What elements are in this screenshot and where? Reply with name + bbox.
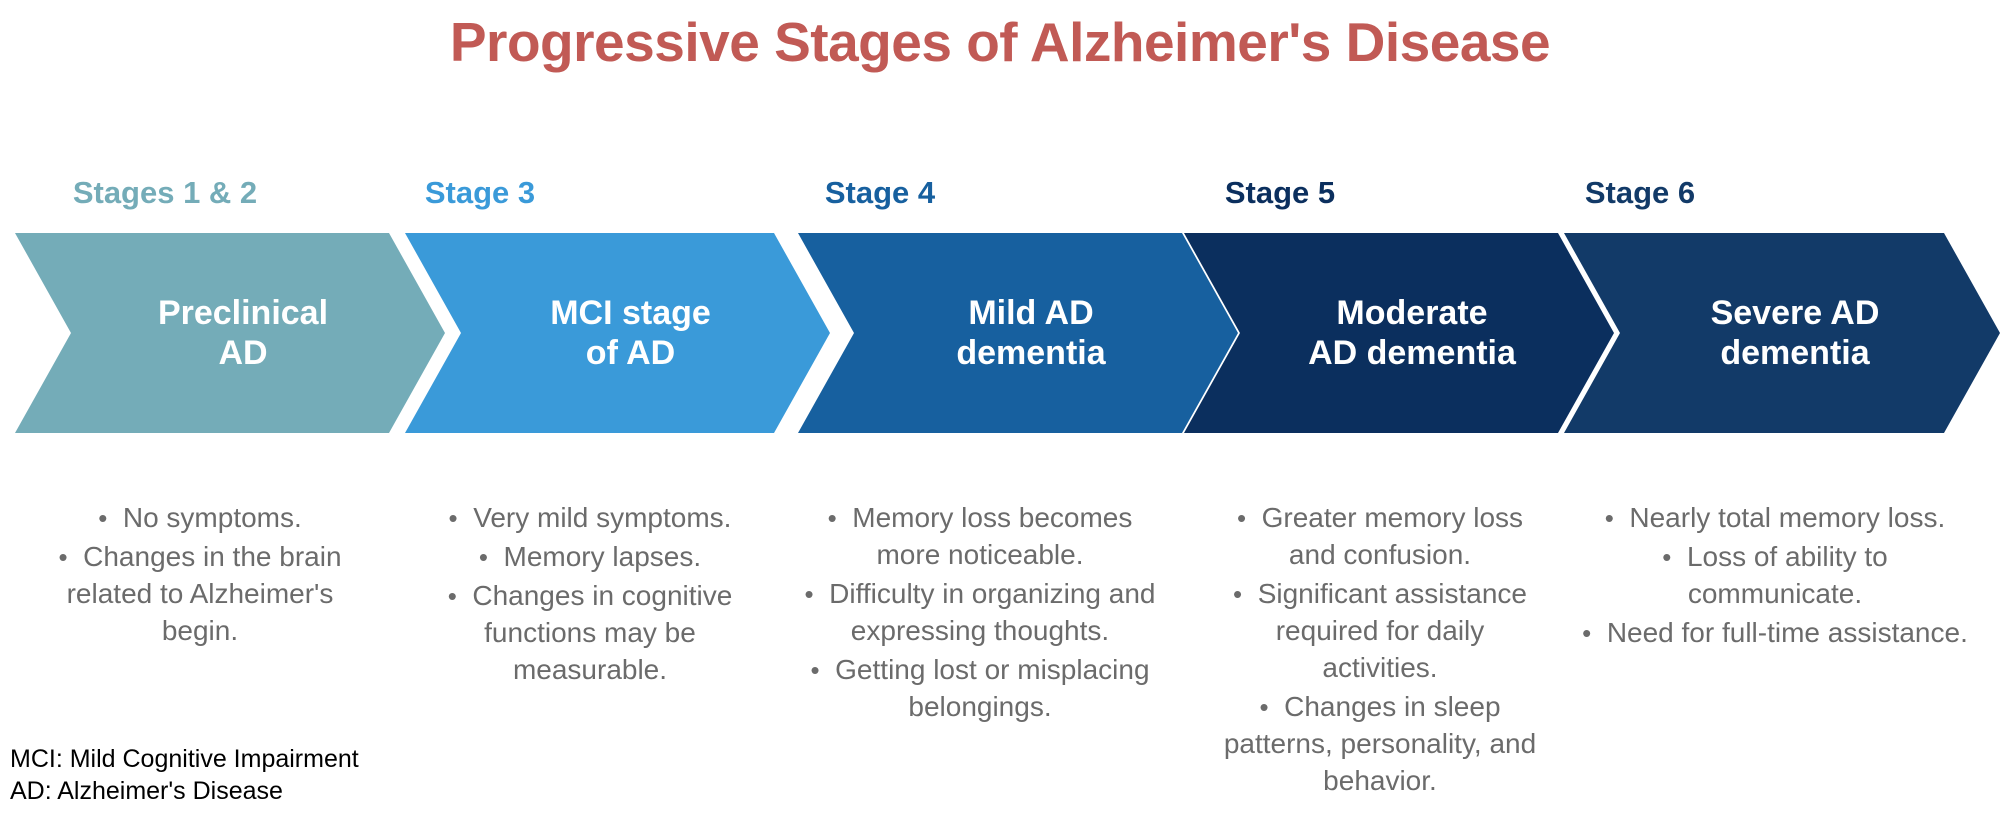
stage-chevron-label-3: Mild AD dementia [956, 293, 1106, 372]
stage-bullet-column-4: • Greater memory loss and confusion.• Si… [1215, 500, 1545, 802]
list-item: • No symptoms. [30, 500, 370, 537]
stage-chevron-label-1: Preclinical AD [157, 293, 329, 372]
bullet-text: Memory loss becomes more noticeable. [852, 502, 1133, 570]
list-item: • Changes in sleep patterns, personality… [1215, 689, 1545, 800]
bullet-dot-icon: • [1259, 691, 1269, 722]
bullet-text: Need for full-time assistance. [1606, 616, 1968, 648]
stage-bullet-list: • No symptoms.• Changes in the brain rel… [30, 500, 370, 650]
bullet-dot-icon: • [1662, 541, 1672, 572]
stage-chevron-5[interactable]: Severe AD dementia [1564, 233, 2000, 433]
bullet-text: Changes in cognitive functions may be me… [472, 579, 733, 685]
bullet-dot-icon: • [810, 654, 820, 685]
list-item: • Memory lapses. [420, 539, 760, 576]
stage-chevron-label-2: MCI stage of AD [550, 293, 711, 372]
bullet-text: Nearly total memory loss. [1629, 502, 1946, 533]
bullet-dot-icon: • [98, 503, 108, 533]
stage-bullet-column-2: • Very mild symptoms.• Memory lapses.• C… [420, 500, 760, 691]
list-item: • Greater memory loss and confusion. [1215, 500, 1545, 574]
footnote-line-1: MCI: Mild Cognitive Impairment [10, 745, 359, 773]
stage-bullet-list: • Greater memory loss and confusion.• Si… [1215, 500, 1545, 800]
stage-bullet-column-3: • Memory loss becomes more noticeable.• … [800, 500, 1160, 728]
stage-details-row: • No symptoms.• Changes in the brain rel… [0, 500, 2000, 796]
stage-chevron-2[interactable]: MCI stage of AD [405, 233, 830, 433]
stage-chevron-label-4: Moderate AD dementia [1308, 293, 1516, 372]
stage-bullet-column-1: • No symptoms.• Changes in the brain rel… [30, 500, 370, 652]
stage-chevron-label-5: Severe AD dementia [1710, 293, 1880, 372]
stage-bullet-list: • Very mild symptoms.• Memory lapses.• C… [420, 500, 760, 689]
stage-chevron-1[interactable]: Preclinical AD [15, 233, 445, 433]
stage-label-2: Stage 3 [424, 175, 536, 210]
list-item: • Changes in cognitive functions may be … [420, 578, 760, 689]
page-title: Progressive Stages of Alzheimer's Diseas… [449, 11, 1551, 73]
bullet-dot-icon: • [1582, 617, 1592, 648]
list-item: • Changes in the brain related to Alzhei… [30, 539, 370, 650]
stage-bullet-list: • Memory loss becomes more noticeable.• … [800, 500, 1160, 726]
bullet-dot-icon: • [448, 503, 458, 533]
bullet-text: Changes in sleep patterns, personality, … [1223, 690, 1537, 796]
stage-chevron-4[interactable]: Moderate AD dementia [1184, 233, 1614, 433]
bullet-text: Getting lost or misplacing belongings. [835, 653, 1150, 722]
list-item: • Significant assistance required for da… [1215, 576, 1545, 687]
stage-label-5: Stage 6 [1584, 175, 1696, 210]
bullet-dot-icon: • [1236, 503, 1247, 533]
bullet-text: Changes in the brain related to Alzheime… [66, 540, 342, 646]
bullet-dot-icon: • [478, 541, 488, 572]
stage-label-4: Stage 5 [1224, 175, 1336, 210]
bullet-dot-icon: • [447, 580, 457, 611]
bullet-text: No symptoms. [122, 502, 302, 533]
list-item: • Difficulty in organizing and expressin… [800, 576, 1160, 650]
bullet-text: Greater memory loss and confusion. [1261, 502, 1524, 570]
bullet-dot-icon: • [58, 541, 68, 572]
bullet-dot-icon: • [827, 503, 837, 533]
bullet-text: Significant assistance required for dail… [1257, 577, 1527, 683]
bullet-dot-icon: • [1604, 503, 1614, 533]
bullet-text: Difficulty in organizing and expressing … [829, 577, 1156, 646]
stage-bullet-list: • Nearly total memory loss.• Loss of abi… [1580, 500, 1970, 652]
bullet-text: Loss of ability to communicate. [1686, 540, 1888, 609]
list-item: • Need for full-time assistance. [1580, 615, 1970, 652]
bullet-text: Memory lapses. [503, 540, 702, 572]
list-item: • Getting lost or misplacing belongings. [800, 652, 1160, 726]
bullet-text: Very mild symptoms. [473, 502, 732, 533]
bullet-dot-icon: • [804, 578, 814, 609]
stage-label-row: Stages 1 & 2 Stage 3 Stage 4 Stage 5 Stage 6 [0, 175, 2000, 219]
list-item: • Nearly total memory loss. [1580, 500, 1970, 537]
stage-bullet-column-5: • Nearly total memory loss.• Loss of abi… [1580, 500, 1970, 654]
list-item: • Memory loss becomes more noticeable. [800, 500, 1160, 574]
stage-chevron-3[interactable]: Mild AD dementia [798, 233, 1238, 433]
stage-label-1: Stages 1 & 2 [72, 175, 258, 210]
list-item: • Loss of ability to communicate. [1580, 539, 1970, 613]
bullet-dot-icon: • [1233, 578, 1243, 609]
stage-chevron-band: Preclinical AD MCI stage of AD Mild AD dem… [0, 233, 2000, 433]
list-item: • Very mild symptoms. [420, 500, 760, 537]
stage-label-3: Stage 4 [824, 175, 936, 210]
footnote-line-2: AD: Alzheimer's Disease [10, 777, 283, 805]
